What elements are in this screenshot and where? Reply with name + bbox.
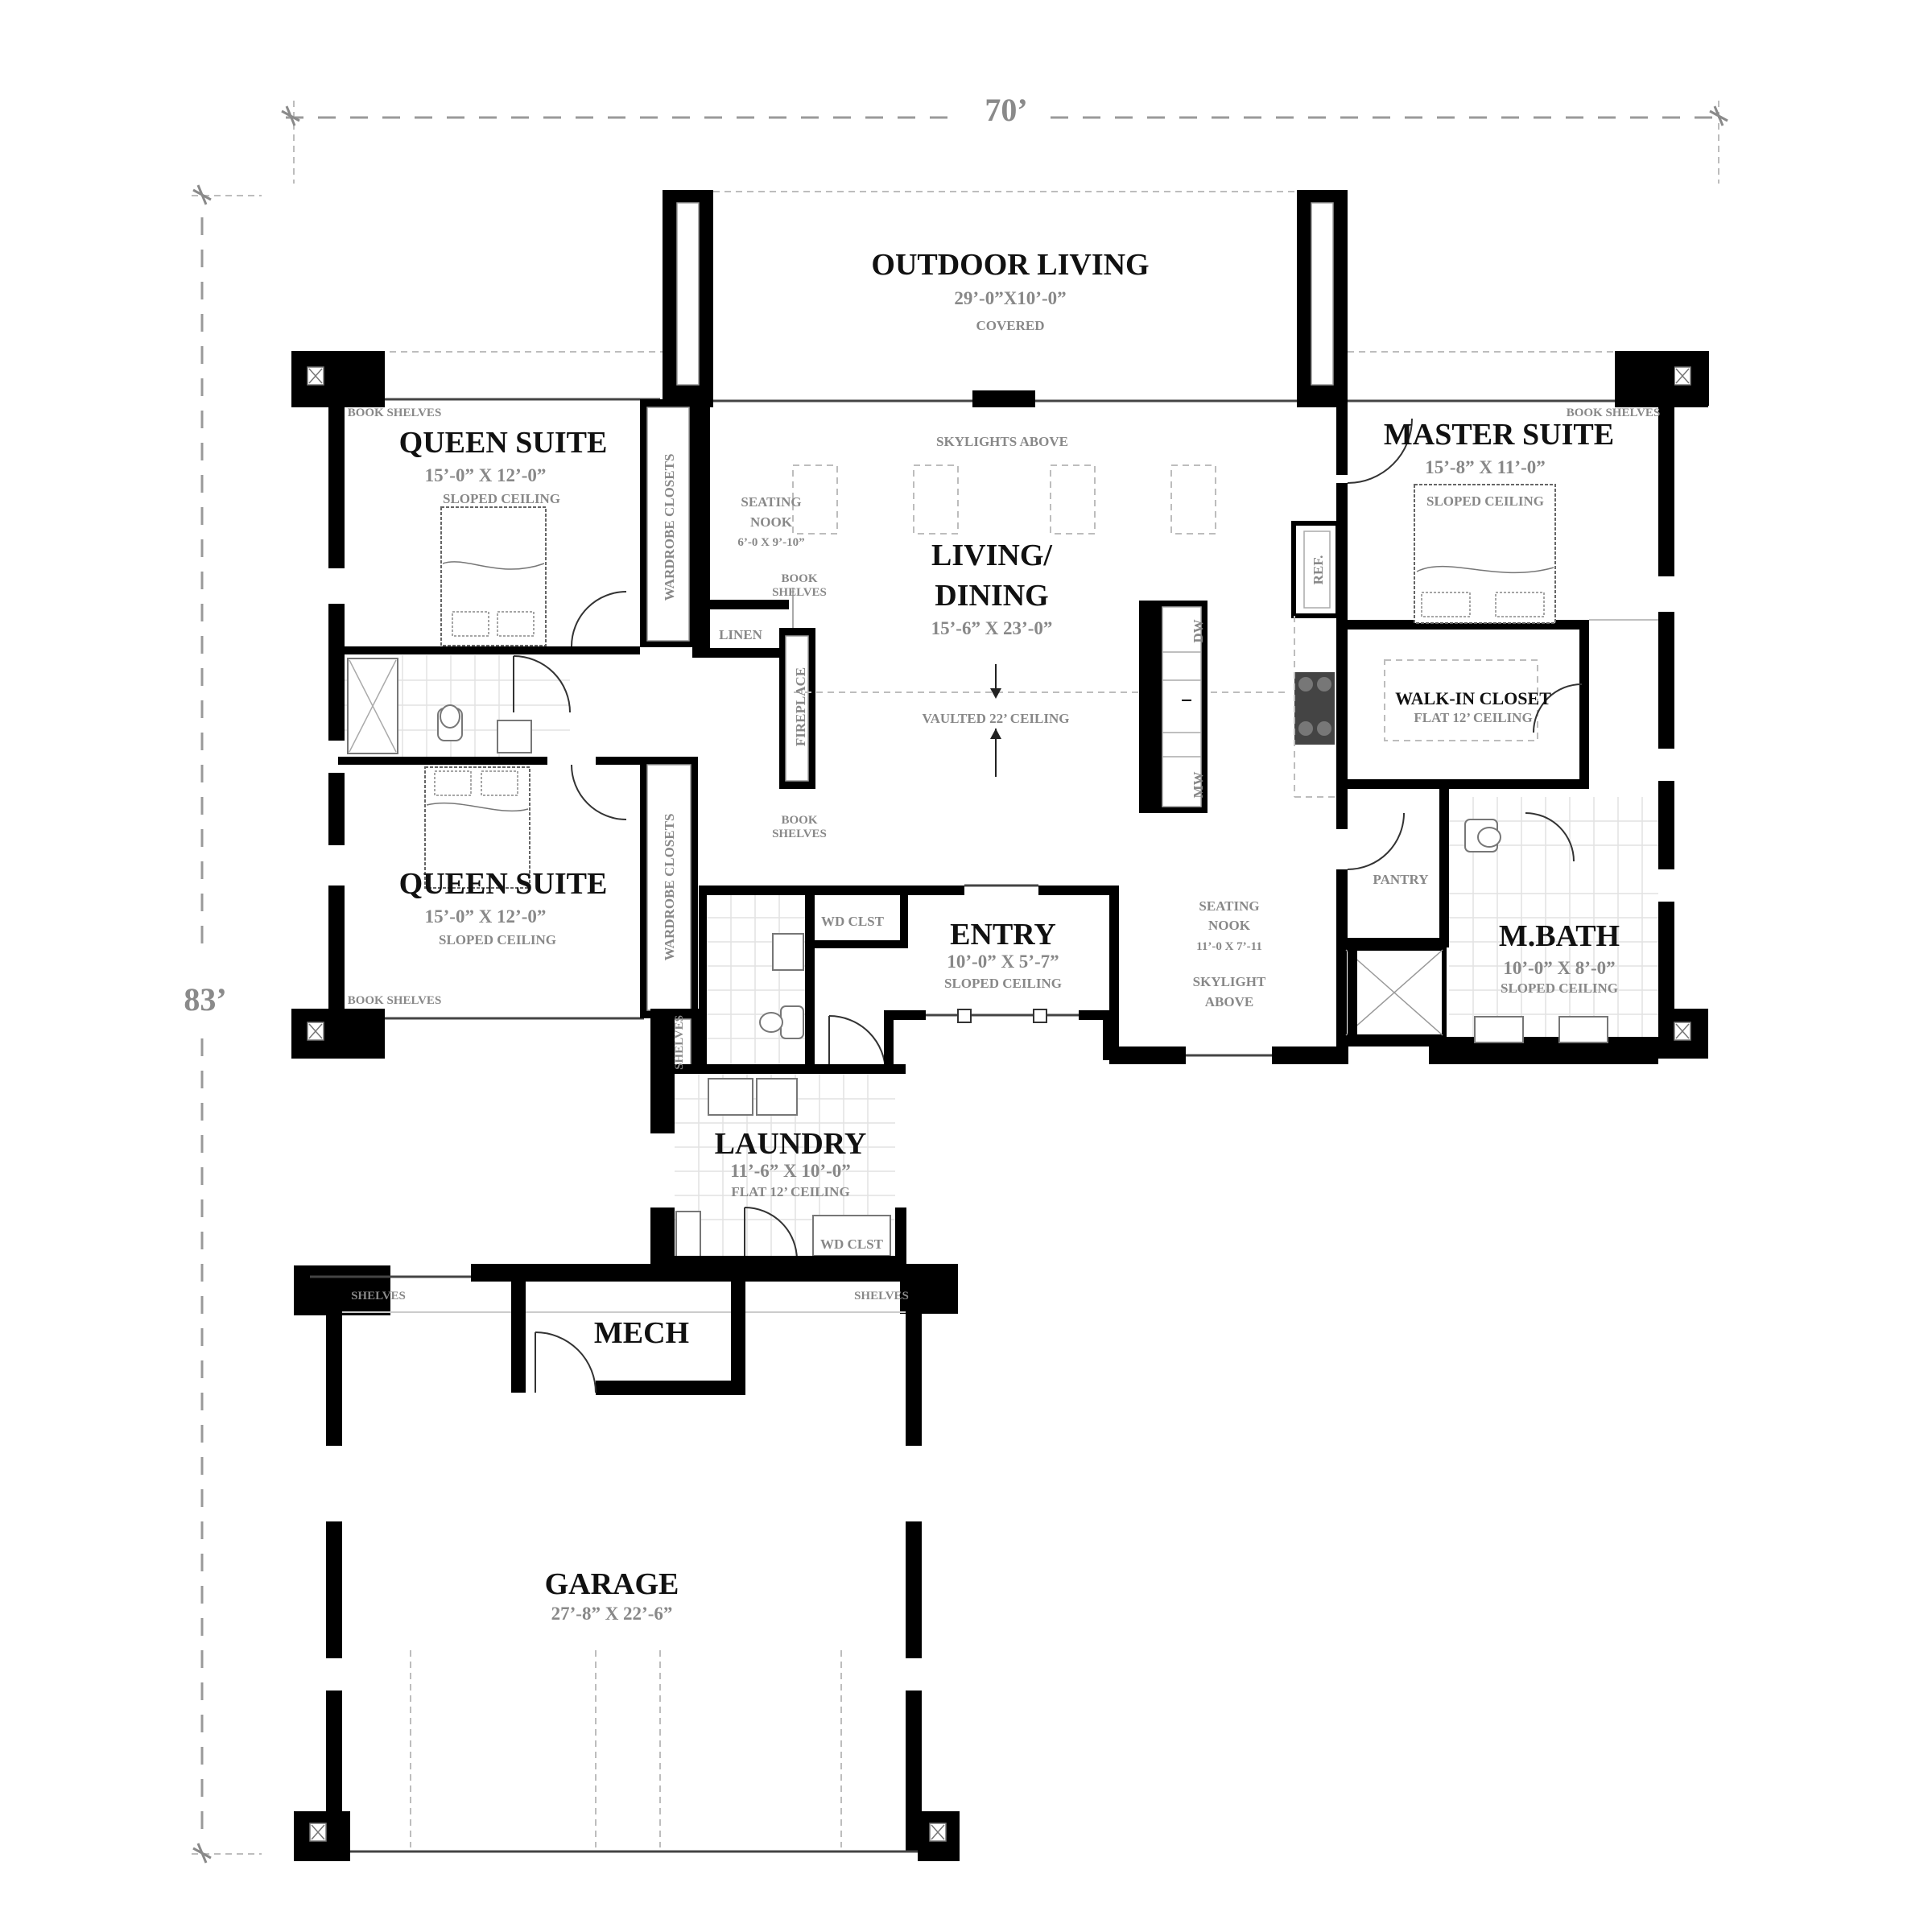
shelves-label-1: SHELVES <box>772 586 827 599</box>
skylights <box>792 464 1216 535</box>
book-shelves-label-3: BOOK SHELVES <box>348 994 442 1007</box>
queen-doors <box>571 591 627 820</box>
m-bath-size: 10’-0” X 8’-0” <box>1503 958 1615 978</box>
book-shelves-label-2: BOOK SHELVES <box>1567 407 1661 419</box>
dw-label: DW <box>1191 619 1206 642</box>
shelves-label-2: SHELVES <box>772 828 827 840</box>
queen-suite-1-note: SLOPED CEILING <box>443 491 560 506</box>
master-suite-name: MASTER SUITE <box>1384 418 1614 452</box>
walk-in-closet-note: FLAT 12’ CEILING <box>1414 710 1532 725</box>
book-label-2: BOOK <box>781 814 817 827</box>
laundry-name: LAUNDRY <box>715 1127 867 1161</box>
small-labels: BOOK SHELVES BOOK SHELVES BOOK SHELVES B… <box>348 407 1661 1302</box>
central-walls <box>692 588 1288 789</box>
wd-clst-label-1: WD CLST <box>821 914 885 929</box>
mw-label: MW <box>1191 771 1206 798</box>
seating-nook-1-size: 6’-0 X 9’-10” <box>737 536 804 549</box>
pantry <box>1348 938 1357 1046</box>
seating-nook-2-note2: ABOVE <box>1205 994 1253 1009</box>
queen-suite-1-name: QUEEN SUITE <box>399 426 608 460</box>
linen-label: LINEN <box>719 627 763 642</box>
master-bed <box>1414 484 1556 624</box>
left-wing-walls <box>291 351 710 1059</box>
laundry-note: FLAT 12’ CEILING <box>731 1184 849 1199</box>
garage-size: 27’-8” X 22’-6” <box>551 1604 673 1624</box>
garage-walls <box>294 1264 960 1861</box>
queen-bed-1 <box>440 506 547 646</box>
book-shelves-label-1: BOOK SHELVES <box>348 407 442 419</box>
master-bath <box>1272 797 1658 1064</box>
entry-size: 10’-0” X 5’-7” <box>947 952 1059 972</box>
hall-shelves-label: SHELVES <box>673 1015 686 1070</box>
skylights-above-label: SKYLIGHTS ABOVE <box>936 434 1068 449</box>
master-suite-size: 15’-8” X 11’-0” <box>1425 457 1545 477</box>
room-labels: OUTDOOR LIVING 29’-0”X10’-0” COVERED QUE… <box>399 248 1620 1624</box>
seating-nook-2-size: 11’-0 X 7’-11 <box>1196 940 1262 953</box>
living-dining-size: 15’-6” X 23’-0” <box>931 618 1053 638</box>
queen-bath <box>345 655 571 757</box>
seating-nook-2-line2: NOOK <box>1208 918 1251 933</box>
seating-nook-1-line2: NOOK <box>750 514 793 530</box>
queen-suite-2-size: 15’-0” X 12’-0” <box>425 906 547 927</box>
garage-name: GARAGE <box>545 1567 679 1601</box>
master-suite-note: SLOPED CEILING <box>1426 493 1544 509</box>
queen-suite-1-size: 15’-0” X 12’-0” <box>425 465 547 485</box>
laundry-size: 11’-6” X 10’-0” <box>730 1161 850 1181</box>
living-dining-name-2: DINING <box>935 579 1048 613</box>
outdoor-living-note: COVERED <box>976 318 1044 333</box>
queen-suite-2-name: QUEEN SUITE <box>399 867 608 901</box>
walk-in-closet-name: WALK-IN CLOSET <box>1395 688 1551 708</box>
seating-nook-2-line1: SEATING <box>1199 898 1259 914</box>
fireplace-label: FIREPLACE <box>793 667 808 746</box>
wardrobe-closets-label-1: WARDROBE CLOSETS <box>662 454 677 601</box>
outdoor-living-structure <box>378 190 1634 407</box>
width-dimension: 70’ <box>985 92 1027 128</box>
outdoor-living-size: 29’-0”X10’-0” <box>954 288 1066 308</box>
depth-dimension: 83’ <box>184 981 226 1018</box>
entry-name: ENTRY <box>950 918 1056 952</box>
dimension-lines <box>192 101 1728 1864</box>
garage-shelves-left: SHELVES <box>351 1290 406 1302</box>
ref-label: REF. <box>1311 555 1326 585</box>
outdoor-living-name: OUTDOOR LIVING <box>871 248 1149 282</box>
kitchen-island <box>1139 601 1208 813</box>
queen-bed-2 <box>424 766 530 889</box>
walk-in-closet-interior <box>1384 659 1583 741</box>
book-label-1: BOOK <box>781 572 817 585</box>
m-bath-name: M.BATH <box>1499 919 1620 953</box>
garage-shelves-right: SHELVES <box>854 1290 909 1302</box>
seating-nook-2-note1: SKYLIGHT <box>1193 974 1266 989</box>
m-bath-note: SLOPED CEILING <box>1501 980 1618 996</box>
wardrobe-closets-label-2: WARDROBE CLOSETS <box>662 814 677 961</box>
vaulted-ceiling-arrows <box>990 664 1001 777</box>
queen-suite-2-note: SLOPED CEILING <box>439 932 556 947</box>
living-dining-name-1: LIVING/ <box>931 539 1052 572</box>
pantry-label: PANTRY <box>1373 872 1429 887</box>
living-dining-note: VAULTED 22’ CEILING <box>923 711 1070 726</box>
mech-name: MECH <box>594 1316 689 1350</box>
seating-nook-1-line1: SEATING <box>741 494 801 510</box>
laundry-room <box>650 1009 906 1274</box>
mech-room <box>511 1272 745 1395</box>
wd-clst-label-2: WD CLST <box>820 1236 884 1252</box>
entry-note: SLOPED CEILING <box>944 976 1062 991</box>
entry-area <box>699 884 1272 1072</box>
